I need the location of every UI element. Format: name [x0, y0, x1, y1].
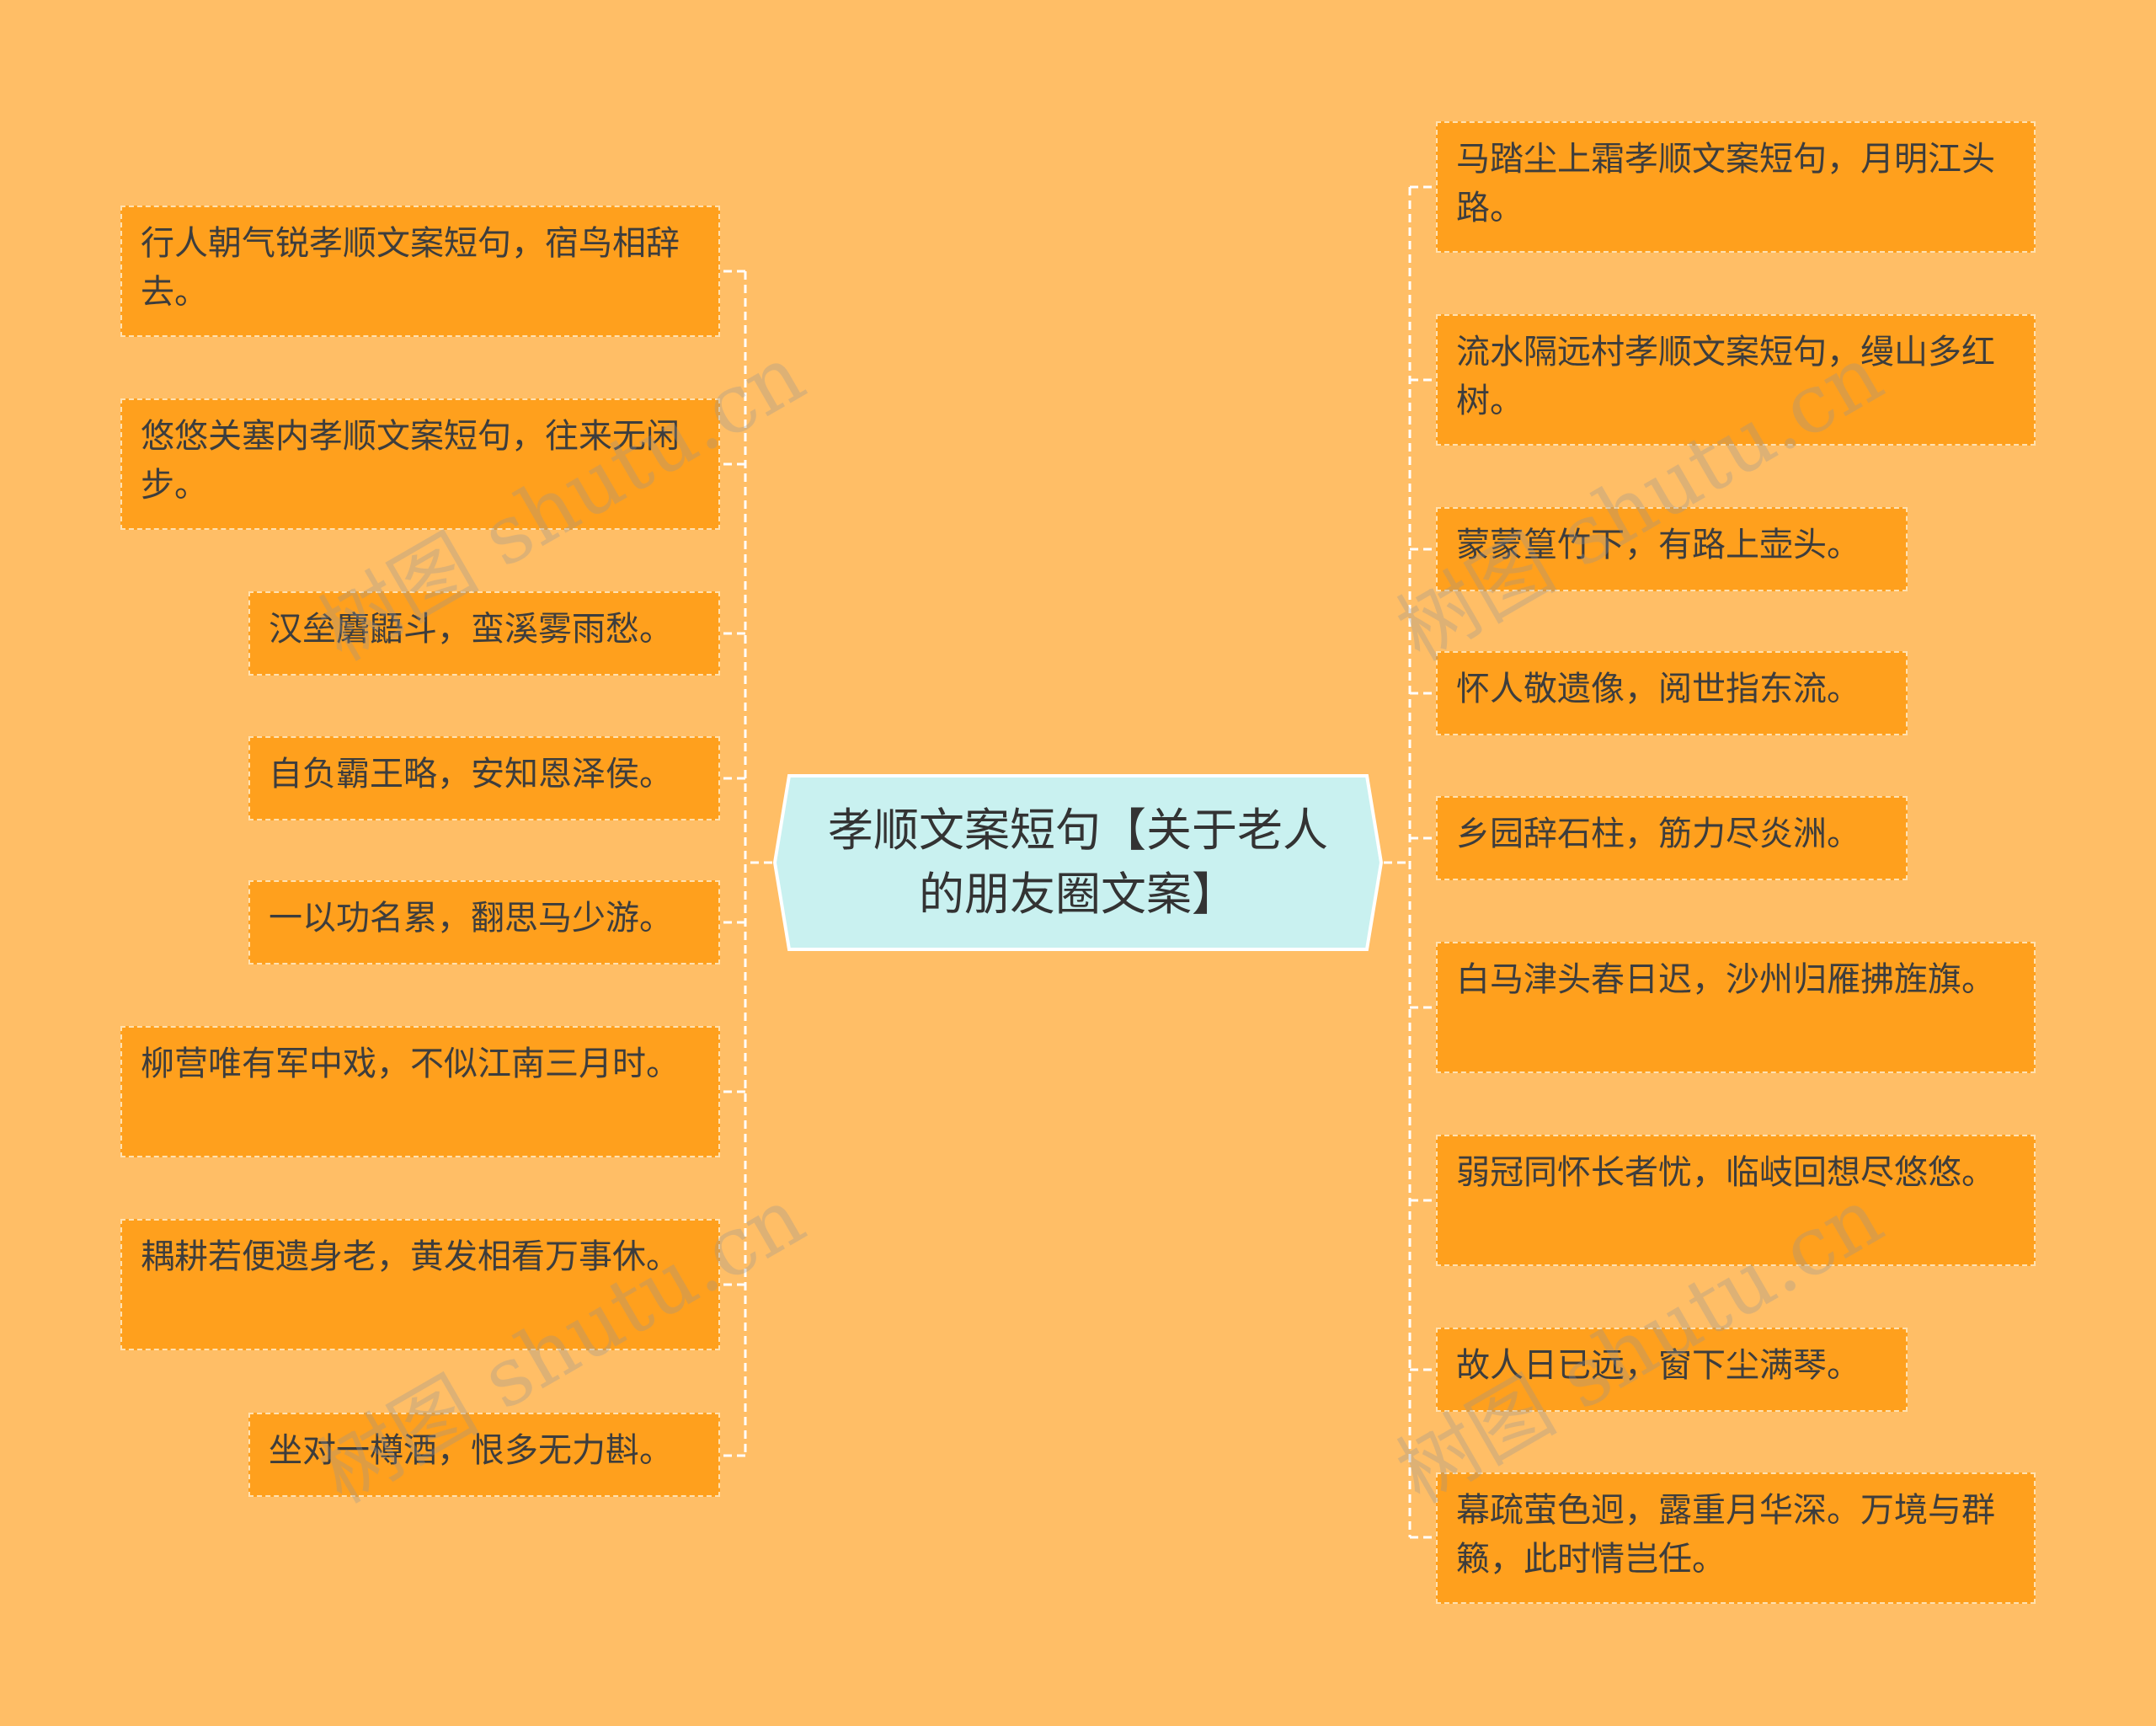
right-node-5[interactable]: 乡园辞石柱，筋力尽炎洲。: [1436, 796, 1908, 880]
right-node-8-text: 故人日已远，窗下尘满琴。: [1456, 1346, 1860, 1385]
right-node-5-text: 乡园辞石柱，筋力尽炎洲。: [1456, 815, 1860, 853]
left-node-7[interactable]: 耦耕若便遗身老，黄发相看万事休。: [120, 1219, 720, 1350]
center-topic-shape: [772, 774, 1384, 951]
left-node-6[interactable]: 柳营唯有军中戏，不似江南三月时。: [120, 1026, 720, 1157]
left-node-8[interactable]: 坐对一樽酒，恨多无力斟。: [248, 1413, 720, 1497]
left-node-3-text: 汉垒麏鼯斗，蛮溪雾雨愁。: [269, 610, 673, 649]
right-node-3[interactable]: 蒙蒙篁竹下，有路上壶头。: [1436, 507, 1908, 591]
right-node-2[interactable]: 流水隔远村孝顺文案短句，缦山多红树。: [1436, 314, 2036, 446]
right-node-8[interactable]: 故人日已远，窗下尘满琴。: [1436, 1328, 1908, 1412]
left-node-1-text: 行人朝气锐孝顺文案短句，宿鸟相辞去。: [141, 224, 680, 312]
left-node-5-text: 一以功名累，翻思马少游。: [269, 899, 673, 938]
right-node-6[interactable]: 白马津头春日迟，沙州归雁拂旌旗。: [1436, 942, 2036, 1073]
right-node-9-text: 幕疏萤色迥，露重月华深。万境与群籁，此时情岂任。: [1456, 1491, 1995, 1579]
left-node-4-text: 自负霸王略，安知恩泽侯。: [269, 755, 673, 794]
right-node-2-text: 流水隔远村孝顺文案短句，缦山多红树。: [1456, 333, 1995, 420]
left-node-1[interactable]: 行人朝气锐孝顺文案短句，宿鸟相辞去。: [120, 206, 720, 337]
left-node-3[interactable]: 汉垒麏鼯斗，蛮溪雾雨愁。: [248, 591, 720, 676]
left-node-2-text: 悠悠关塞内孝顺文案短句，往来无闲步。: [141, 417, 680, 505]
right-node-1-text: 马踏尘上霜孝顺文案短句，月明江头路。: [1456, 140, 1995, 227]
left-node-2[interactable]: 悠悠关塞内孝顺文案短句，往来无闲步。: [120, 398, 720, 530]
center-topic-title: 孝顺文案短句【关于老人的朋友圈文案】: [828, 804, 1328, 921]
left-node-4[interactable]: 自负霸王略，安知恩泽侯。: [248, 736, 720, 820]
right-node-7[interactable]: 弱冠同怀长者忧，临岐回想尽悠悠。: [1436, 1135, 2036, 1266]
right-node-3-text: 蒙蒙篁竹下，有路上壶头。: [1456, 526, 1860, 564]
right-node-4[interactable]: 怀人敬遗像，阅世指东流。: [1436, 651, 1908, 735]
left-node-7-text: 耦耕若便遗身老，黄发相看万事休。: [141, 1237, 680, 1276]
left-node-6-text: 柳营唯有军中戏，不似江南三月时。: [141, 1045, 680, 1083]
left-node-5[interactable]: 一以功名累，翻思马少游。: [248, 880, 720, 965]
center-topic[interactable]: 孝顺文案短句【关于老人的朋友圈文案】: [772, 773, 1384, 952]
right-node-7-text: 弱冠同怀长者忧，临岐回想尽悠悠。: [1456, 1153, 1995, 1192]
right-node-4-text: 怀人敬遗像，阅世指东流。: [1456, 670, 1860, 708]
right-node-6-text: 白马津头春日迟，沙州归雁拂旌旗。: [1456, 960, 1995, 999]
left-node-8-text: 坐对一樽酒，恨多无力斟。: [269, 1431, 673, 1470]
right-node-9[interactable]: 幕疏萤色迥，露重月华深。万境与群籁，此时情岂任。: [1436, 1472, 2036, 1604]
right-node-1[interactable]: 马踏尘上霜孝顺文案短句，月明江头路。: [1436, 121, 2036, 253]
